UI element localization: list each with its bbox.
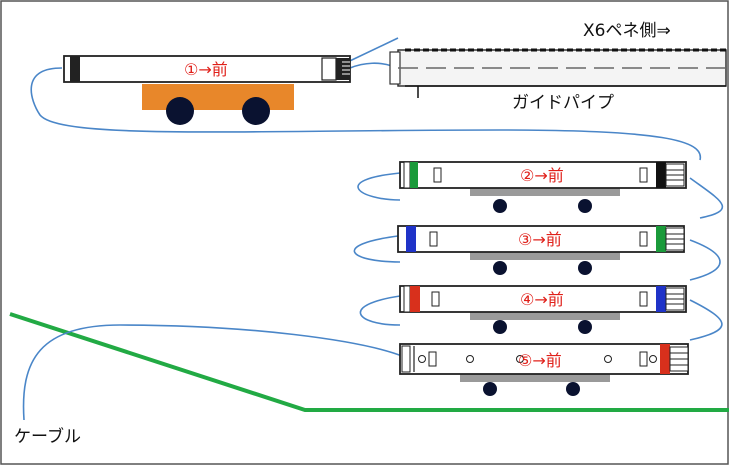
- unit-5-right-band: [660, 344, 670, 374]
- unit-4-right-band: [656, 286, 666, 312]
- unit-2: ②→前: [399, 161, 687, 213]
- guide-pipe-label: ガイドパイプ: [512, 93, 614, 113]
- cart-wheel: [166, 97, 194, 125]
- unit-1-left-band: [70, 56, 80, 82]
- tray-wheel: [578, 261, 592, 275]
- tray: [470, 188, 620, 196]
- unit-3-left-band: [406, 226, 416, 252]
- unit-4: ④→前: [399, 285, 687, 334]
- tray-wheel: [493, 261, 507, 275]
- tray-wheel: [483, 382, 497, 396]
- cable-to-pipe: [349, 62, 393, 69]
- tray-wheel: [566, 382, 580, 396]
- unit-1-label: ①→前: [184, 60, 228, 79]
- unit-4-label: ④→前: [520, 290, 564, 309]
- tray-wheel: [493, 320, 507, 334]
- tray-wheel: [578, 199, 592, 213]
- cable-label: ケーブル: [14, 426, 81, 447]
- tray: [460, 374, 610, 382]
- cart-wheel: [242, 97, 270, 125]
- unit-4-left-band: [410, 286, 420, 312]
- unit-2-left-band: [410, 162, 418, 188]
- floor-line: [9, 312, 729, 412]
- cart-body: [142, 84, 294, 110]
- tray-wheel: [493, 199, 507, 213]
- tray: [470, 252, 620, 260]
- tray: [470, 312, 620, 320]
- cable-line: [22, 37, 724, 421]
- unit-5-label: ⑤→前: [518, 351, 562, 370]
- unit-3-label: ③→前: [518, 230, 562, 249]
- unit-3: ③→前: [397, 225, 685, 275]
- direction-label: X6ペネ側⇒: [583, 21, 671, 41]
- guide-pipe: [389, 48, 727, 98]
- unit-3-right-band: [656, 226, 666, 252]
- unit-2-label: ②→前: [520, 166, 564, 185]
- unit-1: ①→前: [63, 55, 351, 125]
- tray-wheel: [578, 320, 592, 334]
- unit-2-right-band: [656, 162, 666, 188]
- unit-5: ⑤→前: [399, 343, 689, 396]
